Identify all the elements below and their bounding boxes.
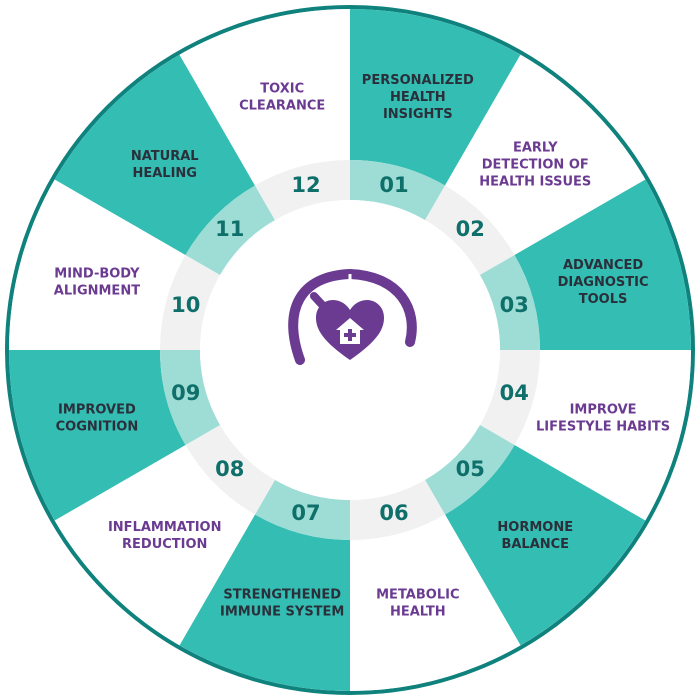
segment-label-02: EARLY DETECTION OF HEALTH ISSUES — [479, 140, 591, 189]
segment-label-line: MIND-BODY — [54, 266, 140, 281]
ring-band-06 — [350, 479, 445, 540]
segment-number-02: 02 — [456, 217, 485, 241]
segment-label-09: IMPROVED COGNITION — [56, 402, 139, 434]
segment-label-01: PERSONALIZED HEALTH INSIGHTS — [362, 72, 474, 121]
segment-number-10: 10 — [171, 293, 200, 317]
segment-label-line: IMPROVED — [58, 402, 136, 417]
ring-band-05 — [425, 425, 515, 515]
segment-label-line: DETECTION OF — [482, 157, 589, 172]
segment-number-04: 04 — [500, 381, 529, 405]
segment-04 — [514, 350, 691, 530]
segment-label-line: DIAGNOSTIC — [558, 275, 649, 290]
segment-label-line: INFLAMMATION — [108, 519, 222, 534]
plus-icon — [344, 329, 356, 341]
segment-number-03: 03 — [500, 293, 529, 317]
segment-08 — [38, 445, 256, 662]
ring-band-04 — [479, 350, 540, 445]
ring-band-02 — [425, 185, 515, 275]
segment-10 — [9, 170, 186, 350]
ring-band-01 — [350, 160, 445, 221]
segment-label-line: HORMONE — [497, 519, 573, 534]
segment-label-line: HEALTH — [390, 89, 446, 104]
ring-band-09 — [160, 350, 221, 445]
segment-labels: 01 PERSONALIZED HEALTH INSIGHTS 02 EARLY DETEC… — [54, 72, 670, 619]
segment-label-line: COGNITION — [56, 419, 139, 434]
segment-label-line: PERSONALIZED — [362, 72, 474, 87]
ring-band-07 — [255, 479, 350, 540]
segment-number-08: 08 — [215, 457, 244, 481]
segment-label-line: METABOLIC — [376, 587, 459, 602]
segment-label-line: IMPROVE — [570, 402, 637, 417]
segment-label-line: TOXIC — [260, 81, 304, 96]
segment-07 — [170, 514, 350, 691]
segment-label-line: BALANCE — [501, 536, 569, 551]
segment-06 — [350, 514, 530, 691]
segment-label-line: NATURAL — [131, 149, 199, 164]
segment-label-line: TOOLS — [579, 292, 628, 307]
ring-band-12 — [255, 160, 350, 221]
segment-12 — [170, 9, 350, 186]
segment-label-line: HEALING — [132, 166, 197, 181]
segment-label-11: NATURAL HEALING — [131, 149, 199, 181]
ring-band-11 — [185, 185, 275, 275]
segment-number-09: 09 — [171, 381, 200, 405]
segment-label-08: INFLAMMATION REDUCTION — [108, 519, 222, 551]
ring-band-03 — [479, 255, 540, 350]
segment-01 — [350, 9, 530, 186]
segment-label-03: ADVANCED DIAGNOSTIC TOOLS — [558, 258, 649, 307]
ring-band-08 — [185, 425, 275, 515]
segment-label-04: IMPROVE LIFESTYLE HABITS — [536, 402, 670, 434]
segment-label-line: HEALTH ISSUES — [479, 174, 591, 189]
segment-number-05: 05 — [456, 457, 485, 481]
segment-label-line: ALIGNMENT — [54, 283, 140, 298]
segment-label-line: EARLY — [513, 140, 558, 155]
segment-label-07: STRENGTHENED IMMUNE SYSTEM — [220, 587, 344, 619]
segment-09 — [9, 350, 186, 530]
segment-05 — [445, 445, 662, 662]
segment-03 — [514, 170, 691, 350]
segment-11 — [38, 38, 256, 256]
segment-label-line: STRENGTHENED — [223, 587, 341, 602]
segment-label-line: CLEARANCE — [239, 98, 325, 113]
segment-label-line: HEALTH — [390, 604, 446, 619]
segment-number-06: 06 — [379, 501, 408, 525]
segment-label-06: METABOLIC HEALTH — [376, 587, 459, 619]
health-gauge-heart-icon — [288, 268, 417, 365]
segment-label-12: TOXIC CLEARANCE — [239, 81, 325, 113]
gauge-inner-arc — [305, 286, 351, 357]
segment-number-07: 07 — [291, 501, 320, 525]
segment-02 — [445, 38, 662, 256]
segment-label-line: INSIGHTS — [383, 106, 453, 121]
segment-label-line: LIFESTYLE HABITS — [536, 419, 670, 434]
segment-number-11: 11 — [215, 217, 244, 241]
number-ring — [160, 160, 540, 540]
segment-label-line: REDUCTION — [122, 536, 207, 551]
segment-number-12: 12 — [291, 173, 320, 197]
segment-label-line: IMMUNE SYSTEM — [220, 604, 344, 619]
segment-label-10: MIND-BODY ALIGNMENT — [54, 266, 140, 298]
segment-number-01: 01 — [379, 173, 408, 197]
segment-label-05: HORMONE BALANCE — [497, 519, 573, 551]
segment-label-line: ADVANCED — [563, 258, 643, 273]
ring-band-10 — [160, 255, 221, 350]
